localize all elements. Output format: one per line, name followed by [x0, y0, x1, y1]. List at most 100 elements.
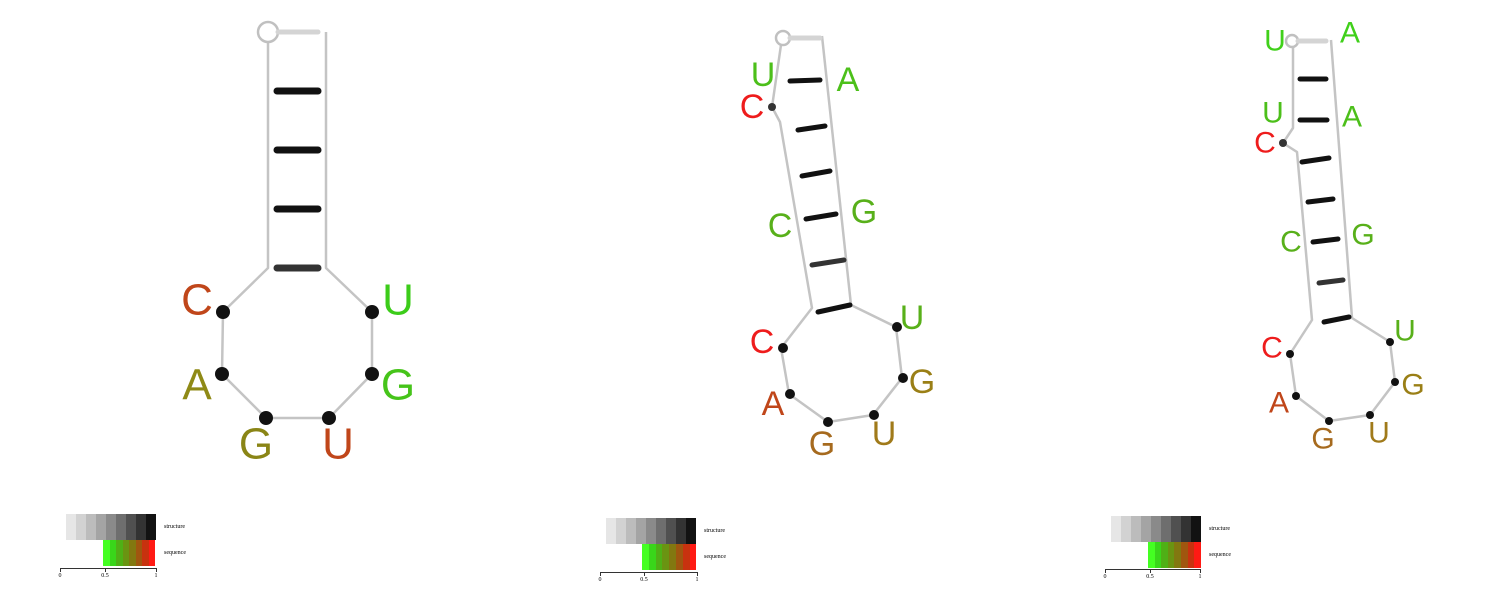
- legend-tick: [697, 572, 698, 576]
- nucleotide-label: G: [809, 425, 835, 463]
- structure-scale-cell: [86, 514, 96, 540]
- structure-scale-cell: [146, 514, 156, 540]
- nucleotide-dot: [365, 367, 379, 381]
- structure-legend-label: structure: [704, 528, 725, 534]
- structure-scale-cell: [96, 514, 106, 540]
- sequence-color-scale: [642, 544, 697, 570]
- nucleotide-label: A: [182, 361, 212, 410]
- nucleotide-dot: [778, 343, 788, 353]
- sequence-scale-cell: [122, 540, 129, 566]
- sequence-scale-cell: [675, 544, 683, 570]
- nucleotide-dot: [365, 305, 379, 319]
- sequence-scale-cell: [1161, 542, 1168, 568]
- sequence-scale-cell: [116, 540, 123, 566]
- sequence-color-scale: [1148, 542, 1201, 568]
- legend-axis: [600, 572, 697, 573]
- base-pair-bar: [1305, 196, 1336, 205]
- legend-tick-label: 0: [598, 577, 602, 583]
- legend-tick: [1105, 569, 1106, 573]
- structure-color-scale: [1111, 516, 1201, 542]
- structure-scale-cell: [1141, 516, 1151, 542]
- sequence-color-scale: [103, 540, 155, 566]
- nucleotide-label: C: [1254, 127, 1276, 160]
- structure-legend-label: structure: [164, 524, 185, 530]
- base-pair-bar: [795, 123, 828, 133]
- sequence-scale-cell: [682, 544, 690, 570]
- nucleotide-label: C: [740, 88, 765, 126]
- nucleotide-dot: [1292, 392, 1300, 400]
- structure-scale-cell: [136, 514, 146, 540]
- nucleotide-dot: [892, 322, 902, 332]
- nucleotide-label: C: [1261, 332, 1283, 365]
- sequence-legend-label: sequence: [704, 554, 726, 560]
- base-pair-bar: [1316, 277, 1346, 286]
- legend-tick: [156, 568, 157, 572]
- structure-scale-cell: [666, 518, 676, 544]
- nucleotide-label: C: [768, 207, 793, 245]
- sequence-scale-cell: [648, 544, 656, 570]
- sequence-scale-cell: [669, 544, 676, 570]
- five-prime-circle: [256, 20, 280, 44]
- nucleotide-label: G: [1311, 423, 1334, 456]
- structure-scale-cell: [656, 518, 666, 544]
- sequence-legend-label: sequence: [1209, 552, 1231, 558]
- nucleotide-label: A: [1269, 387, 1289, 420]
- nucleotide-label: U: [900, 299, 925, 337]
- legend-tick: [644, 572, 645, 576]
- base-pair-bar: [1321, 314, 1352, 325]
- nucleotide-label: U: [322, 420, 354, 469]
- nucleotide-label: A: [837, 61, 860, 99]
- structure-scale-cell: [1161, 516, 1171, 542]
- nucleotide-label: U: [872, 415, 897, 453]
- legend-tick: [1200, 569, 1201, 573]
- structure-scale-cell: [1181, 516, 1191, 542]
- structure-scale-cell: [1131, 516, 1141, 542]
- nucleotide-label: U: [382, 276, 414, 325]
- base-pair-bar: [809, 257, 847, 268]
- nucleotide-label: U: [1368, 417, 1390, 450]
- structure-scale-cell: [626, 518, 636, 544]
- sequence-legend-label: sequence: [164, 550, 186, 556]
- nucleotide-dot: [1366, 411, 1374, 419]
- structure-scale-cell: [126, 514, 136, 540]
- base-pair-bar: [1299, 155, 1332, 165]
- base-pair-bar: [815, 302, 853, 315]
- legend-tick-label: 1: [1198, 574, 1202, 580]
- legend-tick-label: 0.5: [640, 577, 648, 583]
- nucleotide-dot: [898, 373, 908, 383]
- structure-scale-cell: [66, 514, 76, 540]
- nucleotide-label: U: [751, 56, 776, 94]
- structure-scale-cell: [106, 514, 116, 540]
- structure-scale-cell: [606, 518, 616, 544]
- structure-color-scale: [66, 514, 156, 540]
- nucleotide-dot: [1386, 338, 1394, 346]
- nucleotide-label: A: [1342, 101, 1362, 134]
- legend-tick-label: 1: [695, 577, 699, 583]
- nucleotide-dot: [869, 410, 879, 420]
- sequence-scale-cell: [1148, 542, 1155, 568]
- sequence-scale-cell: [103, 540, 110, 566]
- backbone-line: [220, 32, 374, 420]
- nucleotide-dot: [1325, 417, 1333, 425]
- sequence-scale-cell: [1174, 542, 1181, 568]
- nucleotide-label: U: [1394, 315, 1416, 348]
- legend-axis: [60, 568, 156, 569]
- nucleotide-dot: [768, 103, 776, 111]
- sequence-scale-cell: [1180, 542, 1188, 568]
- structure-scale-cell: [116, 514, 126, 540]
- sequence-scale-cell: [129, 540, 136, 566]
- nucleotide-label: C: [1280, 226, 1302, 259]
- structure-scale-cell: [1121, 516, 1131, 542]
- nucleotide-dot: [823, 417, 833, 427]
- sequence-scale-cell: [148, 540, 155, 566]
- nucleotide-label: G: [851, 193, 877, 231]
- sequence-scale-cell: [689, 544, 697, 570]
- legend-tick-label: 0.5: [101, 573, 109, 579]
- nucleotide-label: C: [181, 276, 213, 325]
- nucleotide-dot: [785, 389, 795, 399]
- base-pair-bar: [799, 168, 833, 179]
- nucleotide-dot: [1286, 350, 1294, 358]
